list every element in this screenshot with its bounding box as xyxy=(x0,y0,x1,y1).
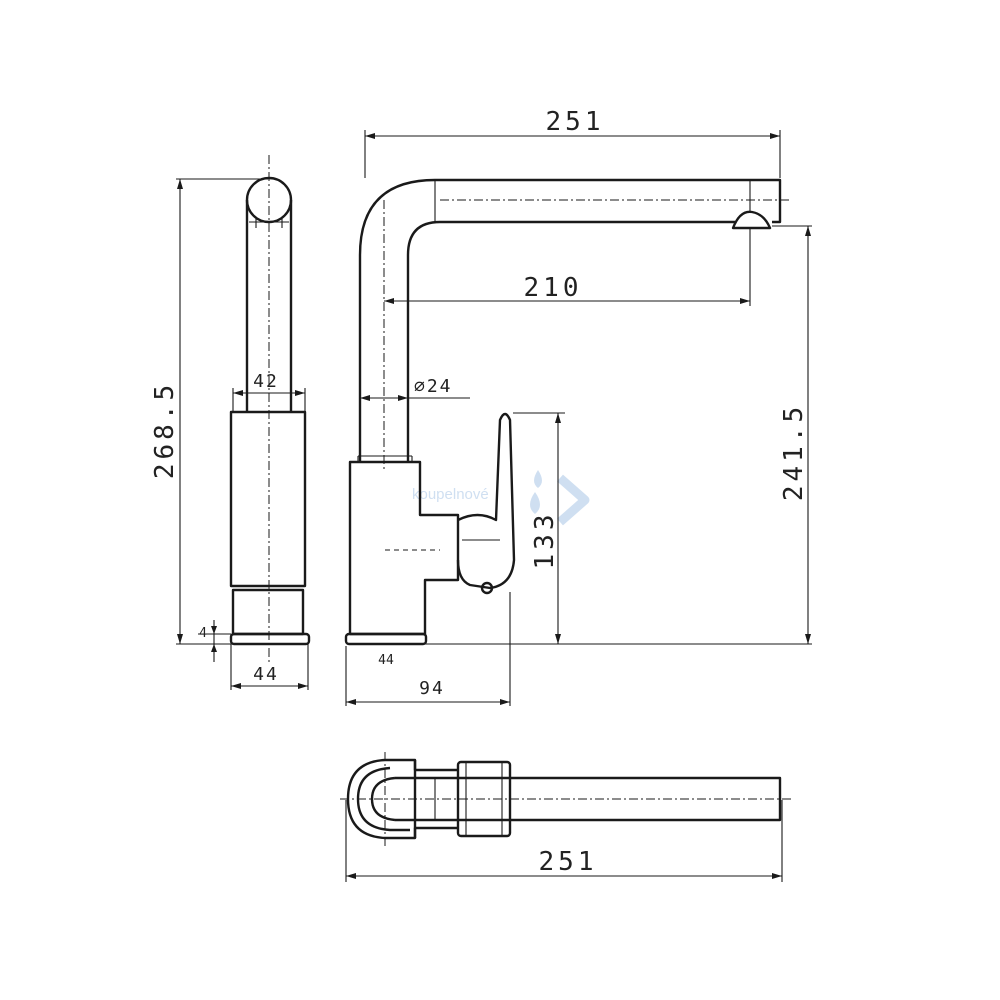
dim-top-overall-length: 251 xyxy=(539,847,598,877)
dim-side-body-width: 42 xyxy=(253,371,279,392)
top-view: 251 xyxy=(340,752,792,882)
side-view: 268.5 42 44 4 xyxy=(150,155,311,690)
dim-front-spout-reach: 210 xyxy=(524,273,583,303)
dim-front-overall-length: 251 xyxy=(546,107,605,137)
dim-side-total-height: 268.5 xyxy=(150,381,180,479)
watermark-logo: koupelnové xyxy=(412,470,590,526)
dim-front-outlet-height: 241.5 xyxy=(779,403,809,501)
dim-side-base-ring: 4 xyxy=(199,626,207,641)
dim-front-handle-height: 133 xyxy=(530,511,560,570)
dim-front-depth: 94 xyxy=(419,678,445,699)
dim-front-pipe-diameter: ∅24 xyxy=(414,376,453,397)
dim-front-base-width: 44 xyxy=(378,653,394,668)
dim-side-base-width: 44 xyxy=(253,664,279,685)
front-view: 251 210 ∅24 241.5 133 44 94 xyxy=(344,107,812,706)
watermark-text: koupelnové xyxy=(412,486,489,503)
